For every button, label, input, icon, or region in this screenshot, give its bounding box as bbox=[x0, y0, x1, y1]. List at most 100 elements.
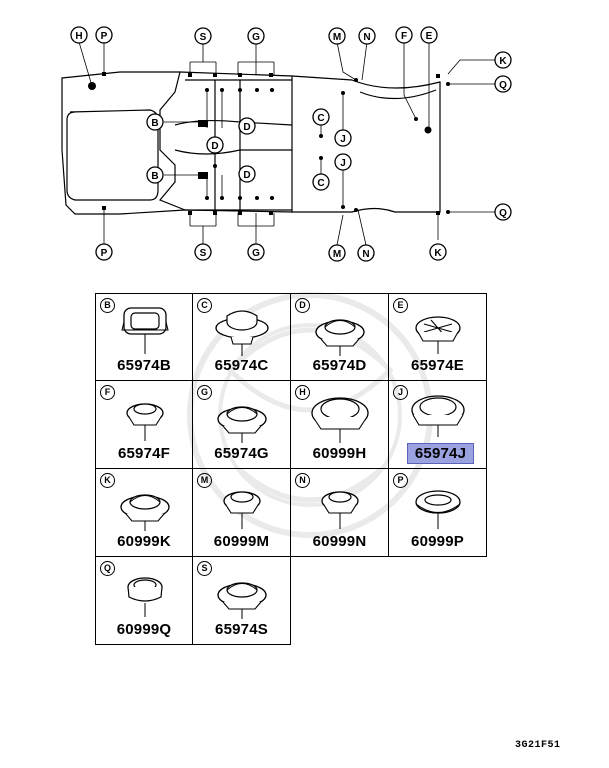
part-illustration-icon bbox=[411, 395, 465, 437]
callout-K-bottom: K bbox=[429, 243, 447, 261]
callout-S-top: S bbox=[194, 27, 212, 45]
svg-text:C: C bbox=[317, 113, 324, 124]
part-number-label: 60999K bbox=[117, 533, 171, 550]
part-letter-badge: D bbox=[295, 298, 310, 313]
part-cell-j[interactable]: J 65974J bbox=[389, 381, 487, 469]
svg-text:N: N bbox=[362, 249, 369, 260]
diagram-code: 3G21F51 bbox=[515, 740, 561, 751]
callout-G-bottom: G bbox=[247, 243, 265, 261]
svg-text:K: K bbox=[434, 248, 442, 259]
part-number-label: 65974J bbox=[407, 443, 474, 464]
part-illustration-icon bbox=[120, 494, 170, 531]
svg-text:Q: Q bbox=[499, 80, 507, 91]
callout-circles: H P S G M N F E K Q B D C J D J B D C Q … bbox=[70, 26, 512, 262]
part-letter-badge: Q bbox=[100, 561, 115, 576]
part-number-label: 65974E bbox=[411, 357, 464, 374]
part-cell-h[interactable]: H 60999H bbox=[291, 381, 389, 469]
part-illustration-icon bbox=[121, 307, 169, 354]
part-illustration-icon bbox=[415, 490, 461, 529]
svg-text:S: S bbox=[200, 248, 207, 259]
callout-B-upper: B bbox=[146, 113, 164, 131]
part-illustration-icon bbox=[321, 491, 359, 529]
part-illustration-icon bbox=[223, 491, 261, 529]
part-cell-k[interactable]: K 60999K bbox=[95, 469, 193, 557]
callout-F: F bbox=[395, 26, 413, 44]
callout-B-lower: B bbox=[146, 166, 164, 184]
callout-D-upper: D bbox=[238, 117, 256, 135]
svg-text:G: G bbox=[252, 32, 260, 43]
part-cell-s[interactable]: S 65974S bbox=[193, 557, 291, 645]
part-illustration-icon bbox=[217, 406, 267, 443]
callout-D-middle: D bbox=[206, 136, 224, 154]
svg-text:B: B bbox=[151, 118, 158, 129]
callout-H-top: H bbox=[70, 26, 88, 44]
svg-text:J: J bbox=[340, 134, 346, 145]
svg-text:F: F bbox=[401, 31, 407, 42]
callout-P-top: P bbox=[95, 26, 113, 44]
part-letter-badge: P bbox=[393, 473, 408, 488]
part-letter-badge: S bbox=[197, 561, 212, 576]
svg-text:B: B bbox=[151, 171, 158, 182]
callout-C-lower: C bbox=[312, 173, 330, 191]
svg-text:J: J bbox=[340, 158, 346, 169]
svg-text:N: N bbox=[363, 32, 370, 43]
part-cell-n[interactable]: N 60999N bbox=[291, 469, 389, 557]
plug-E-dot bbox=[424, 126, 432, 134]
part-number-label: 65974F bbox=[117, 445, 171, 462]
callout-P-bottom: P bbox=[95, 243, 113, 261]
part-letter-badge: B bbox=[100, 298, 115, 313]
part-letter-badge: F bbox=[100, 385, 115, 400]
callout-C-upper: C bbox=[312, 108, 330, 126]
callout-E: E bbox=[420, 26, 438, 44]
part-letter-badge: E bbox=[393, 298, 408, 313]
part-letter-badge: K bbox=[100, 473, 115, 488]
callout-Q-top: Q bbox=[494, 75, 512, 93]
svg-text:M: M bbox=[333, 249, 341, 260]
callout-D-lower: D bbox=[238, 165, 256, 183]
part-cell-e[interactable]: E 65974E bbox=[389, 293, 487, 381]
part-cell-m[interactable]: M 60999M bbox=[193, 469, 291, 557]
part-cell-q[interactable]: Q 60999Q bbox=[95, 557, 193, 645]
chassis-plug-location-diagram: H P S G M N F E K Q B D C J D J B D C Q … bbox=[61, 26, 512, 262]
part-number-label: 65974D bbox=[312, 357, 367, 374]
callout-M-top: M bbox=[328, 27, 346, 45]
svg-text:M: M bbox=[333, 32, 341, 43]
part-letter-badge: H bbox=[295, 385, 310, 400]
part-letter-badge: N bbox=[295, 473, 310, 488]
svg-text:S: S bbox=[200, 32, 207, 43]
svg-text:D: D bbox=[243, 170, 250, 181]
part-cell-c[interactable]: C 65974C bbox=[193, 293, 291, 381]
part-number-label: 60999M bbox=[213, 533, 270, 550]
svg-text:D: D bbox=[211, 141, 218, 152]
callout-N-bottom: N bbox=[357, 244, 375, 262]
part-letter-badge: C bbox=[197, 298, 212, 313]
part-number-label: 60999H bbox=[312, 445, 367, 462]
part-number-label: 60999N bbox=[312, 533, 367, 550]
svg-text:C: C bbox=[317, 178, 324, 189]
part-number-label: 60999Q bbox=[116, 621, 172, 638]
part-cell-f[interactable]: F 65974F bbox=[95, 381, 193, 469]
callout-J-lower: J bbox=[334, 153, 352, 171]
svg-text:P: P bbox=[101, 248, 108, 259]
callout-G-top: G bbox=[247, 27, 265, 45]
part-letter-badge: J bbox=[393, 385, 408, 400]
svg-text:G: G bbox=[252, 248, 260, 259]
callout-M-bottom: M bbox=[328, 244, 346, 262]
part-number-label: 65974C bbox=[214, 357, 269, 374]
part-number-label: 65974S bbox=[215, 621, 268, 638]
part-illustration-icon bbox=[415, 316, 461, 354]
part-cell-d[interactable]: D 65974D bbox=[291, 293, 389, 381]
svg-text:E: E bbox=[426, 31, 433, 42]
callout-K-top: K bbox=[494, 51, 512, 69]
part-illustration-icon bbox=[215, 310, 269, 356]
body-outline-front bbox=[61, 71, 186, 215]
callout-S-bottom: S bbox=[194, 243, 212, 261]
part-illustration-icon bbox=[127, 577, 163, 617]
callout-N-top: N bbox=[358, 27, 376, 45]
part-letter-badge: M bbox=[197, 473, 212, 488]
svg-text:H: H bbox=[75, 31, 82, 42]
